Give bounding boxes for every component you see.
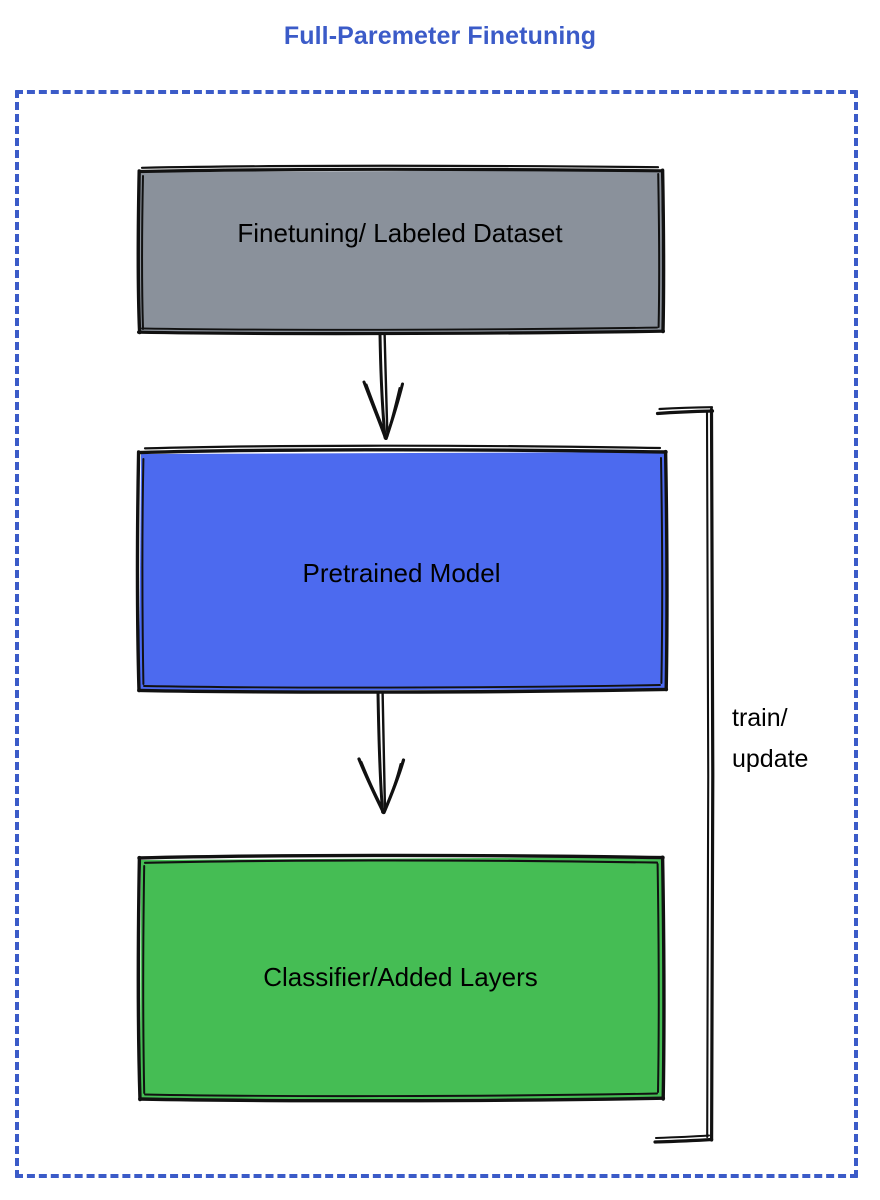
arrow-2-head-right-2: [383, 763, 402, 812]
node-dataset-edge-right: [660, 168, 666, 334]
node-pretrained-fill: [139, 452, 666, 691]
arrow-1-head-left: [362, 380, 388, 440]
node-classifier-edge-right: [660, 855, 666, 1101]
loop-top-segment-2: [658, 406, 714, 411]
arrow-pretrained-to-classifier: [357, 690, 406, 815]
loop-right-segment: [709, 407, 715, 1142]
node-dataset-edge-top-2: [140, 164, 660, 169]
node-dataset-edge-right-2: [657, 173, 661, 328]
loop-top-segment: [655, 409, 715, 416]
node-dataset-edge-bottom: [137, 329, 665, 336]
node-pretrained-edge-top-2: [143, 444, 662, 450]
arrow-1-shaft: [378, 332, 387, 439]
node-classifier-fill: [140, 857, 663, 1100]
node-dataset-edge-left-2: [141, 175, 144, 330]
node-pretrained-edge-bottom-2: [143, 684, 661, 689]
node-classifier-edge-top: [137, 853, 665, 860]
arrow-1-shaft-2: [383, 332, 389, 438]
arrow-2-head-left-2: [360, 761, 386, 812]
feedback-loop-label: train/ update: [732, 704, 809, 773]
node-pretrained-edge-top: [137, 448, 668, 455]
node-dataset-fill: [139, 170, 663, 333]
node-classifier-edge-right-2: [656, 863, 660, 1093]
edge-feedback-loop: [653, 406, 715, 1144]
node-pretrained-edge-right-2: [660, 457, 664, 684]
arrow-2-shaft: [376, 690, 385, 814]
node-classifier-edge-bottom-2: [144, 1092, 658, 1098]
node-classifier-edge-bottom: [138, 1096, 666, 1103]
arrow-1-head-left-2: [365, 383, 388, 438]
arrow-2-shaft-2: [381, 691, 387, 812]
node-pretrained[interactable]: [135, 444, 669, 694]
node-pretrained-edge-left: [135, 450, 141, 693]
node-pretrained-edge-right: [663, 449, 669, 692]
node-classifier-edge-left-2: [142, 865, 146, 1094]
node-pretrained-edge-left-2: [141, 458, 145, 685]
page-title: Full-Paremeter Finetuning: [283, 22, 597, 50]
node-pretrained-edge-bottom: [137, 687, 669, 694]
node-dataset-edge-bottom-2: [141, 326, 658, 331]
node-dataset-edge-top: [137, 167, 665, 174]
arrow-1-head-right-2: [385, 387, 401, 437]
node-classifier-edge-left: [136, 855, 142, 1102]
loop-bottom-segment-2: [654, 1134, 711, 1140]
node-dataset-edge-left: [136, 169, 142, 335]
arrow-dataset-to-pretrained: [362, 332, 404, 440]
loop-right-segment-2: [705, 411, 710, 1139]
node-classifier-edge-top-2: [143, 859, 659, 864]
loop-bottom-segment: [653, 1137, 714, 1144]
node-dataset[interactable]: [136, 164, 666, 336]
node-classifier[interactable]: [136, 853, 666, 1103]
